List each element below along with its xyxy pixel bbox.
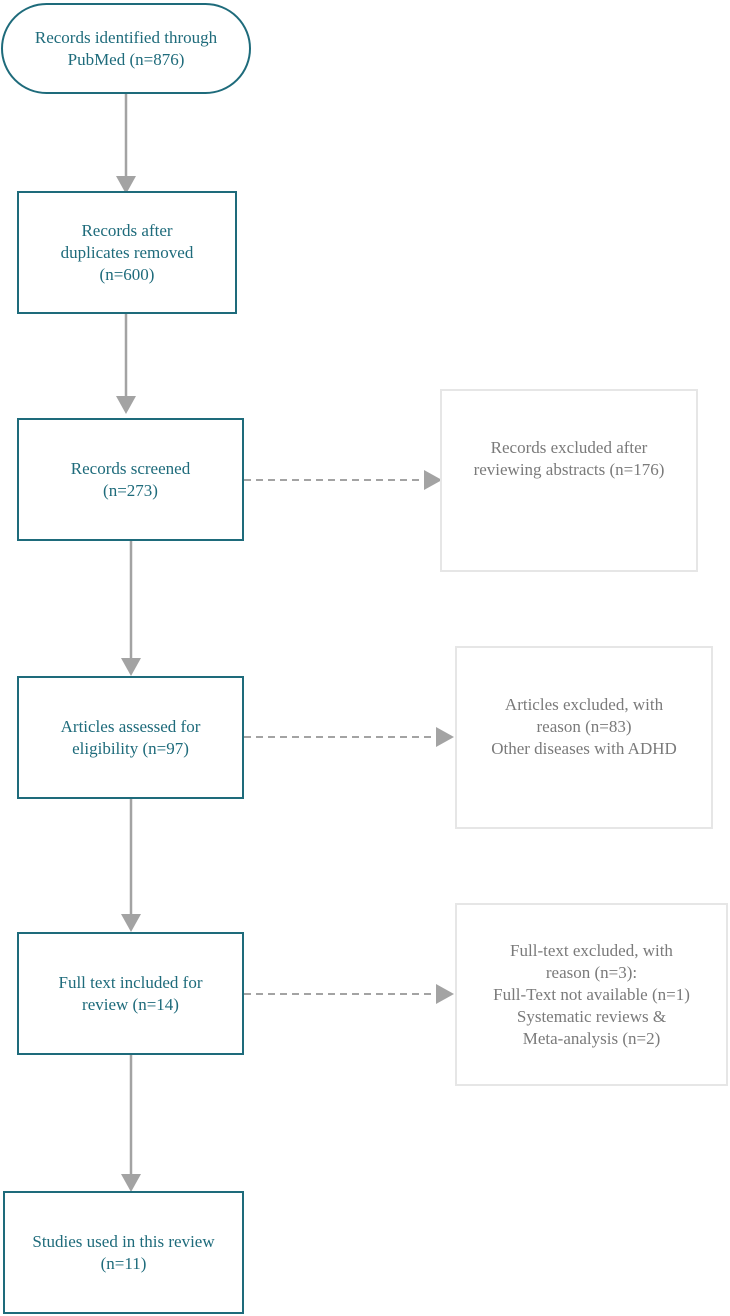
full-text-included-line-1: Full text included for (58, 972, 203, 992)
records-screened-box: Records screened (n=273) (17, 418, 244, 541)
records-screened-line-2: (n=273) (103, 480, 158, 500)
arrowhead-duplicates (116, 176, 136, 194)
duplicates-removed-line-1: Records after (81, 220, 173, 240)
excluded-abstracts-line-1: Records excluded after (490, 438, 648, 457)
excluded-articles-line-3: Other diseases with ADHD (491, 739, 677, 758)
excluded-abstracts-box: Records excluded after reviewing abstrac… (440, 389, 698, 572)
excluded-fulltext-line-5: Meta-analysis (n=2) (522, 1028, 661, 1048)
records-identified-line-1: Records identified through (34, 27, 218, 47)
duplicates-removed-line-3: (n=600) (99, 264, 155, 284)
arrowhead-screened (116, 396, 136, 414)
full-text-included-line-2: review (n=14) (82, 994, 179, 1014)
records-identified-box: Records identified through PubMed (n=876… (1, 3, 251, 94)
records-identified-line-2: PubMed (n=876) (67, 49, 185, 69)
excluded-fulltext-box: Full-text excluded, with reason (n=3): F… (455, 903, 728, 1086)
duplicates-removed-line-2: duplicates removed (60, 242, 194, 262)
arrowhead-included (121, 1174, 141, 1192)
excluded-articles-line-2: reason (n=83) (536, 717, 632, 736)
excluded-abstracts-line-2: reviewing abstracts (n=176) (473, 460, 665, 479)
excluded-fulltext-line-4: Systematic reviews & (516, 1006, 667, 1026)
records-screened-line-1: Records screened (70, 458, 191, 478)
studies-included-box: Studies used in this review (n=11) (3, 1191, 244, 1314)
arrowhead-fulltext (121, 914, 141, 932)
eligibility-assessed-box: Articles assessed for eligibility (n=97) (17, 676, 244, 799)
excluded-fulltext-line-1: Full-text excluded, with (510, 940, 673, 960)
excluded-fulltext-line-2: reason (n=3): (545, 962, 638, 982)
full-text-included-box: Full text included for review (n=14) (17, 932, 244, 1055)
arrowhead-excluded-abstracts (424, 470, 442, 490)
arrowhead-excluded-articles (436, 727, 454, 747)
eligibility-assessed-line-1: Articles assessed for (60, 716, 201, 736)
arrowhead-eligibility (121, 658, 141, 676)
duplicates-removed-box: Records after duplicates removed (n=600) (17, 191, 237, 314)
eligibility-assessed-line-2: eligibility (n=97) (72, 738, 189, 758)
excluded-articles-box: Articles excluded, with reason (n=83) Ot… (455, 646, 713, 829)
excluded-fulltext-line-3: Full-Text not available (n=1) (493, 984, 690, 1004)
excluded-articles-line-1: Articles excluded, with (504, 695, 664, 714)
studies-included-line-1: Studies used in this review (32, 1231, 215, 1251)
studies-included-line-2: (n=11) (100, 1253, 147, 1273)
arrowhead-excluded-fulltext (436, 984, 454, 1004)
